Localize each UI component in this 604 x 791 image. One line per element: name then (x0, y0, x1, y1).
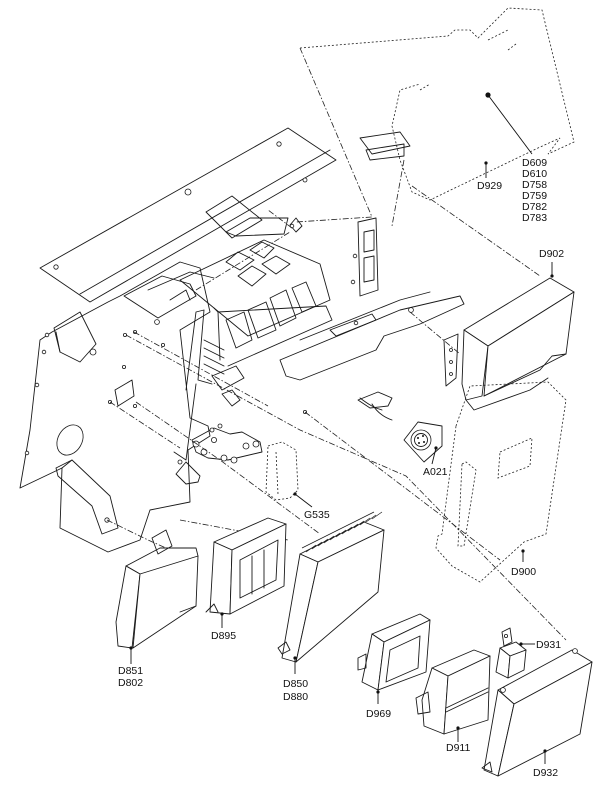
cover-d932 (481, 648, 593, 777)
central-housing (123, 217, 465, 485)
label-g535: G535 (304, 509, 330, 521)
callout-d850-group: D850 D880 (283, 656, 308, 703)
label-d850: D850 (283, 678, 308, 690)
label-d969: D969 (366, 708, 391, 720)
label-d932: D932 (533, 767, 558, 779)
label-d802: D802 (118, 677, 143, 689)
callout-d931: D931 (519, 639, 561, 651)
callout-d902: D902 (539, 248, 564, 278)
label-d609: D609 (522, 157, 547, 169)
callout-d929: D929 (477, 161, 502, 192)
label-d758: D758 (522, 179, 547, 191)
label-d931: D931 (536, 639, 561, 651)
top-cover-panel-d929 (295, 7, 575, 223)
main-chassis-plate (19, 127, 411, 553)
label-d782: D782 (522, 201, 547, 213)
module-d895 (205, 517, 287, 615)
label-d610: D610 (522, 168, 547, 180)
label-d895: D895 (211, 630, 236, 642)
module-d851 (115, 529, 199, 649)
module-d911 (415, 649, 491, 735)
label-a021: A021 (423, 466, 448, 478)
relay-d931 (495, 627, 527, 679)
cover-panel-d900 (435, 381, 567, 583)
callout-d851-group: D851 D802 (118, 646, 143, 689)
assembly-centerlines (106, 159, 567, 641)
module-d850 (277, 511, 385, 663)
callout-d900: D900 (511, 549, 536, 578)
label-d902: D902 (539, 248, 564, 260)
label-d880: D880 (283, 691, 308, 703)
module-d969 (357, 613, 431, 691)
callout-d969: D969 (366, 690, 391, 720)
heat-sink-fins (301, 511, 383, 553)
callout-d911: D911 (446, 726, 470, 754)
label-d911: D911 (446, 742, 470, 754)
label-d929: D929 (477, 180, 502, 192)
label-d783: D783 (522, 212, 547, 224)
label-d851: D851 (118, 665, 143, 677)
connector-a021 (359, 397, 443, 463)
label-d900: D900 (511, 566, 536, 578)
callout-d932: D932 (533, 749, 558, 779)
module-d902 (443, 277, 575, 411)
callout-g535: G535 (293, 492, 330, 521)
callout-a021: A021 (423, 446, 448, 478)
callout-d895: D895 (211, 612, 236, 642)
callout-d609-group: D609 D610 D758 D759 D782 D783 (485, 92, 547, 224)
label-d759: D759 (522, 190, 547, 202)
part-g535 (265, 441, 299, 501)
